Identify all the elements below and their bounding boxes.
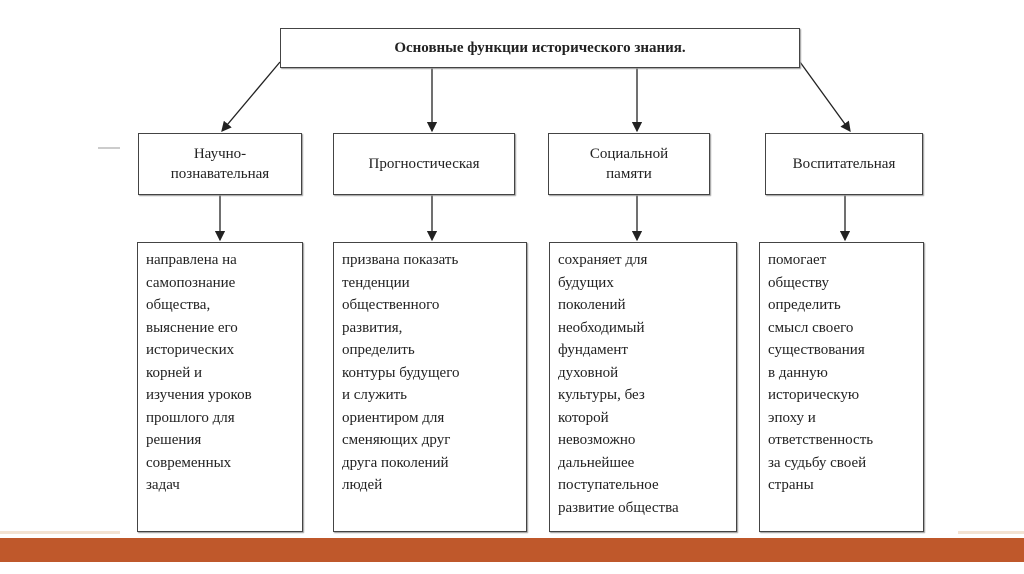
function-social-memory: Социальной памяти [548,133,710,195]
diagram-title: Основные функции исторического знания. [280,28,800,68]
footer-band [0,538,1024,562]
function-scientific: Научно- познавательная [138,133,302,195]
arrow [221,61,281,132]
function-prognostic: Прогностическая [333,133,515,195]
function-educational: Воспитательная [765,133,923,195]
description-scientific: направлена на самопознание общества, выя… [137,242,303,532]
description-social-memory: сохраняет для будущих поколений необходи… [549,242,737,532]
description-prognostic: призвана показать тенденции общественног… [333,242,527,532]
arrow [799,61,851,133]
slide-sheet [120,530,958,540]
description-educational: помогает обществу определить смысл своег… [759,242,924,532]
